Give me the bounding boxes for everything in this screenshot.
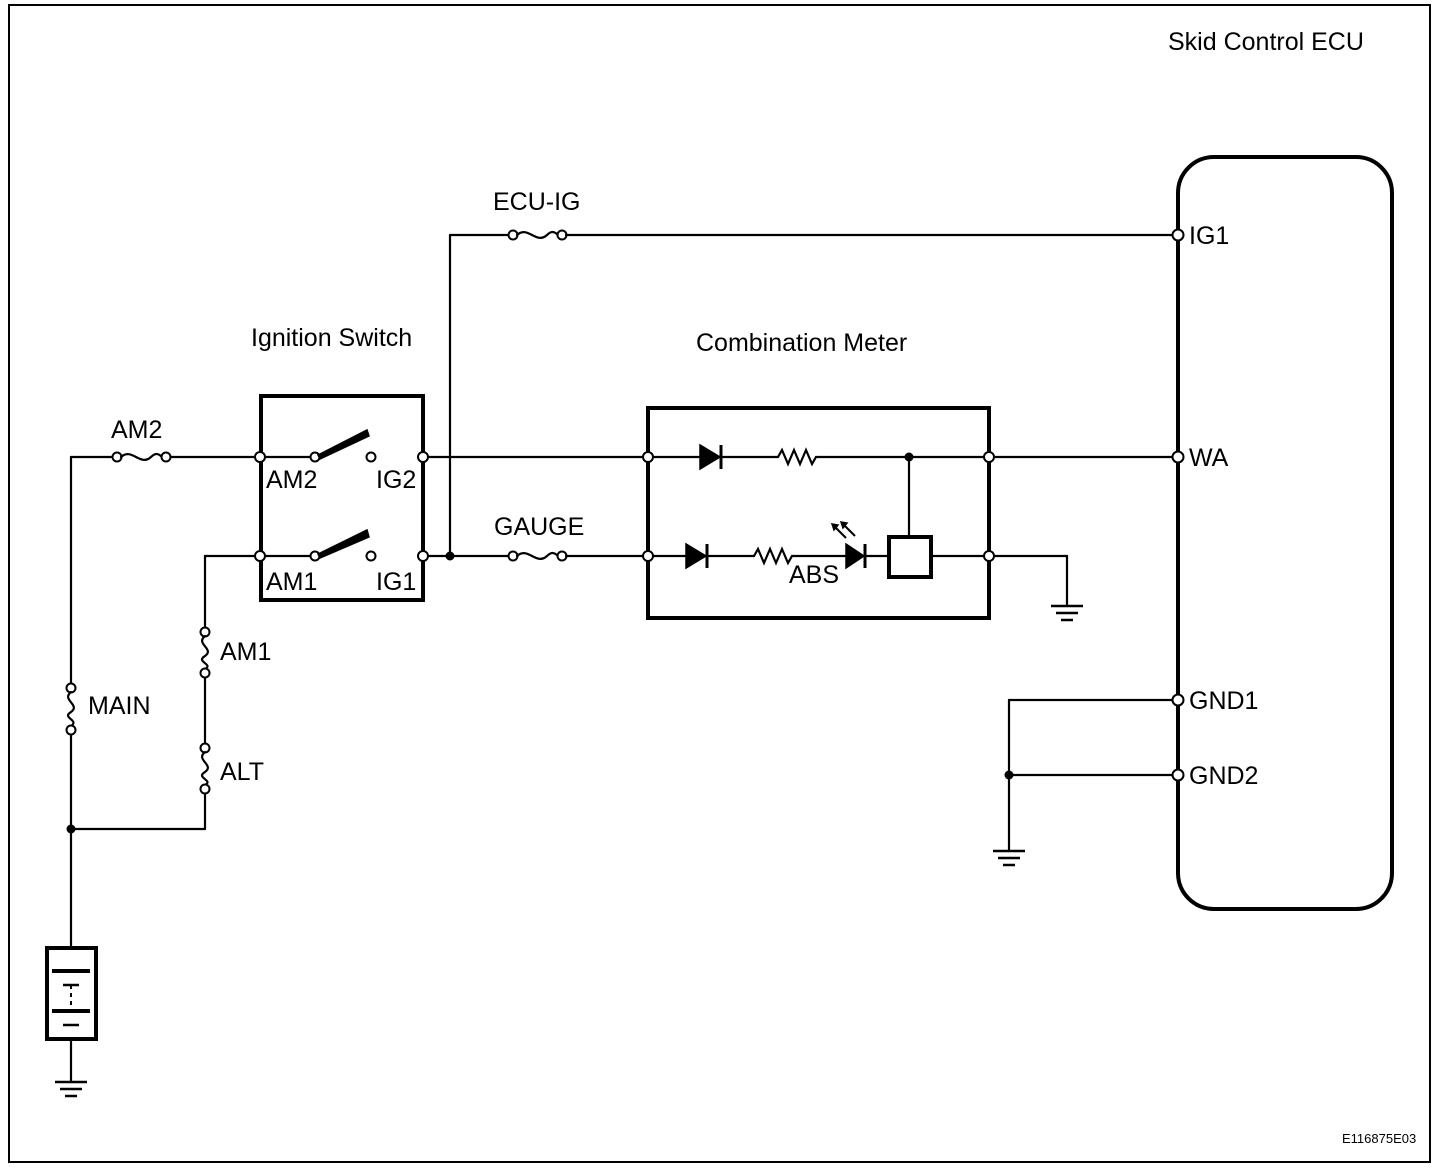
fuse-gauge-label: GAUGE [494,513,584,541]
ecu-ig-circuit: ECU-IG [448,188,1174,558]
pin-gnd1-label: GND1 [1189,687,1258,715]
fuse-alt-label: ALT [220,758,264,786]
fuse-am1 [199,626,211,679]
fuse-alt [199,742,211,795]
fuse-am2 [111,451,172,463]
gauge-circuit: GAUGE [426,513,645,562]
abs-indicator-label: ABS [789,561,839,589]
ecu-ground-circuit [991,698,1174,867]
pin-wa-label: WA [1189,444,1229,472]
meter-ground-symbol [1049,604,1085,622]
terminal-ig1-label: IG1 [376,568,416,596]
relay-coil [887,535,933,579]
terminal-am2-label: AM2 [266,466,317,494]
fuse-am2-label: AM2 [111,416,162,444]
combination-meter: Combination Meter ABS [642,329,995,620]
battery-branch: AM2 MAIN AM1 ALT [45,416,271,1098]
figure-code: E116875E03 [1342,1131,1416,1146]
fuse-ecu-ig-label: ECU-IG [493,188,581,216]
fuse-main [65,682,77,736]
ignition-switch: Ignition Switch AM2 IG2 AM1 IG1 [251,324,429,602]
ecu-ground-symbol [991,849,1027,867]
junction-dot [445,551,455,561]
junction-dot [66,824,76,834]
ignition-switch-title: Ignition Switch [251,324,412,352]
junction-dot [1004,770,1014,780]
ecu-title: Skid Control ECU [1168,28,1364,56]
fuse-main-label: MAIN [88,692,151,720]
pin-gnd2-label: GND2 [1189,762,1258,790]
skid-control-ecu-box [1176,155,1394,911]
abs-warning-led [830,521,867,570]
fuse-am1-label: AM1 [220,638,271,666]
battery-ground-symbol [53,1080,89,1098]
terminal-am1-label: AM1 [266,568,317,596]
terminal-ig2-label: IG2 [376,466,416,494]
battery-symbol [45,946,98,1041]
combination-meter-title: Combination Meter [696,329,907,357]
diagram-frame [8,4,1431,1163]
ecu-pins: IG1 WA GND1 GND2 [1171,222,1258,790]
pin-ig1-label: IG1 [1189,222,1229,250]
